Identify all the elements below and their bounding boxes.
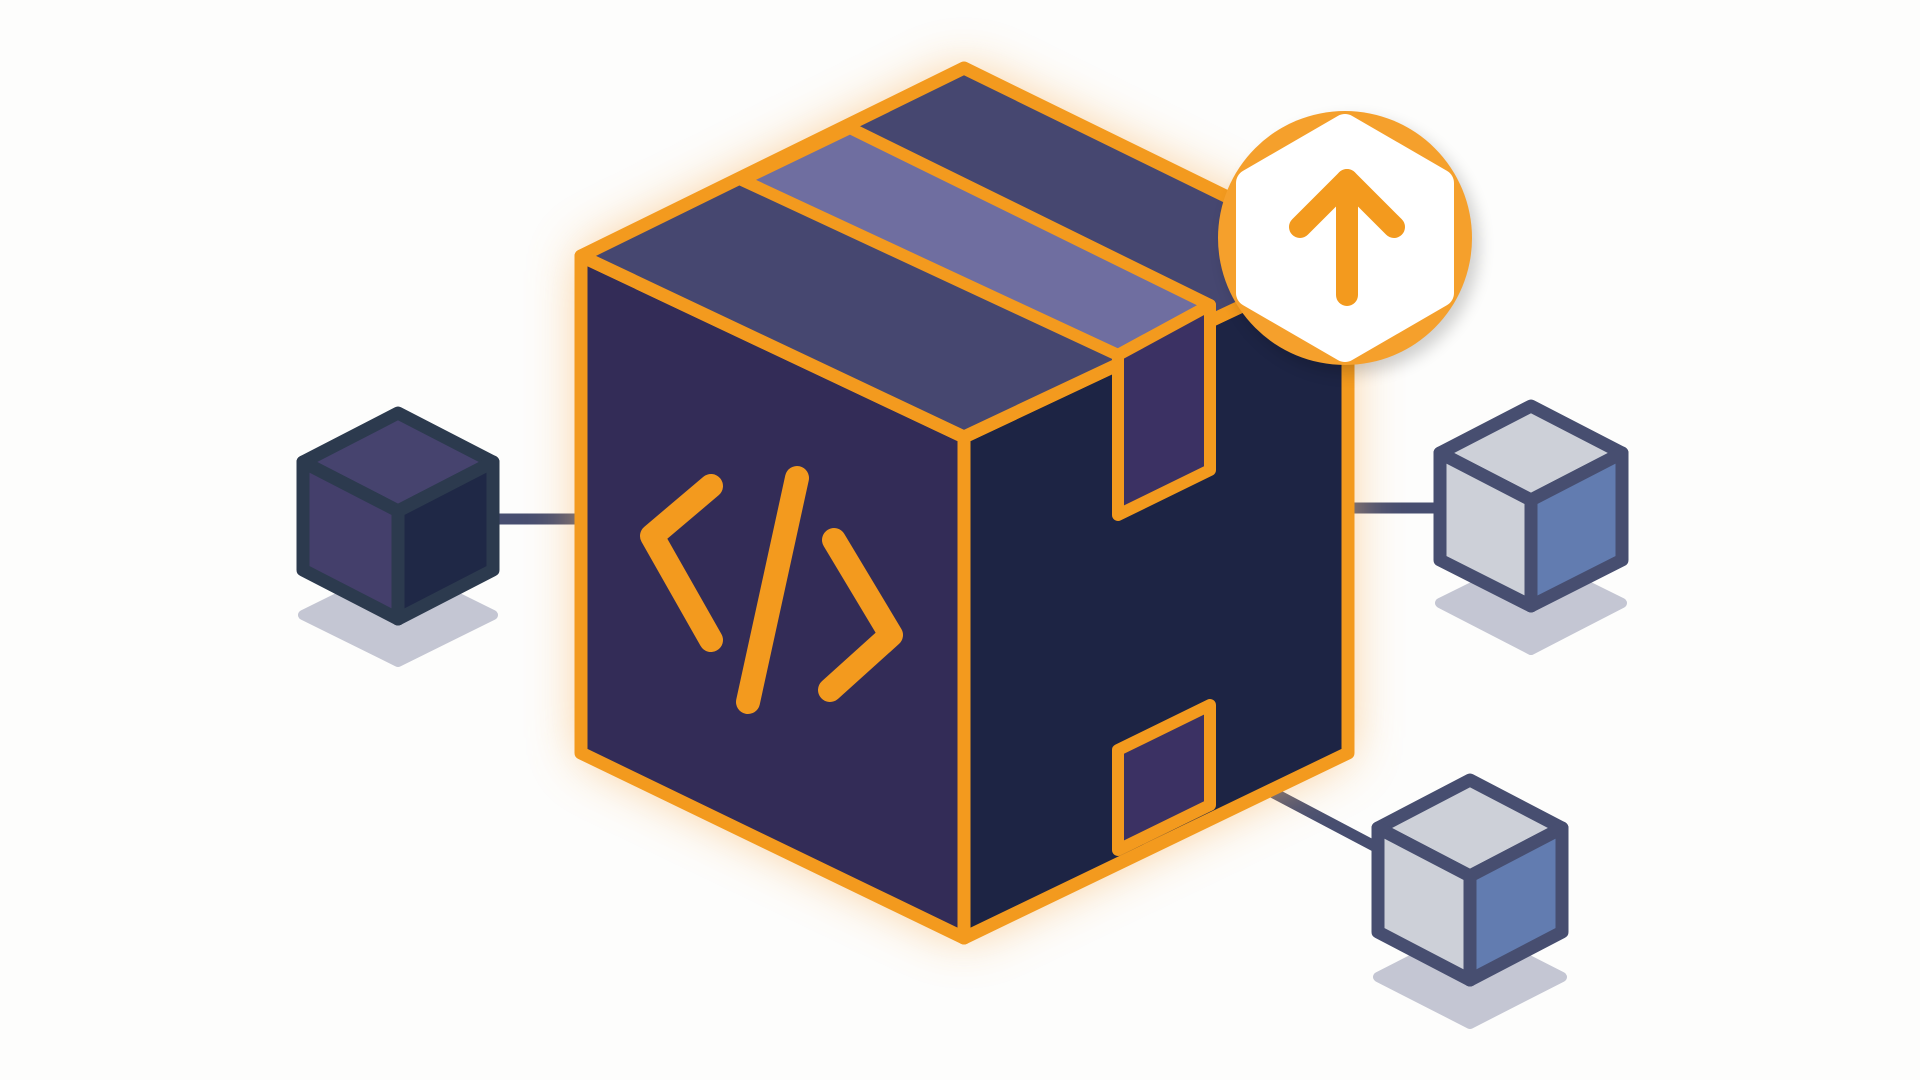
box-tape-side-top — [1112, 299, 1216, 521]
slash — [736, 466, 809, 714]
node-cube-right — [1433, 399, 1629, 655]
upload-arrow-icon — [1289, 169, 1405, 306]
connectors — [492, 502, 1440, 853]
cube-right-face — [1524, 446, 1629, 613]
bracket-left — [640, 474, 723, 652]
upload-badge[interactable] — [1218, 111, 1479, 373]
bracket-right — [818, 528, 903, 702]
node-cube-left — [296, 406, 500, 667]
main-package-box — [574, 61, 1355, 945]
node-cube-bottom-right — [1371, 773, 1569, 1029]
cube-right-face — [1463, 821, 1569, 987]
box-tape-side-bottom — [1112, 699, 1216, 856]
connector-bottom-right — [1265, 785, 1381, 853]
cube-right-face — [391, 455, 500, 626]
code-brackets-icon — [640, 466, 903, 714]
